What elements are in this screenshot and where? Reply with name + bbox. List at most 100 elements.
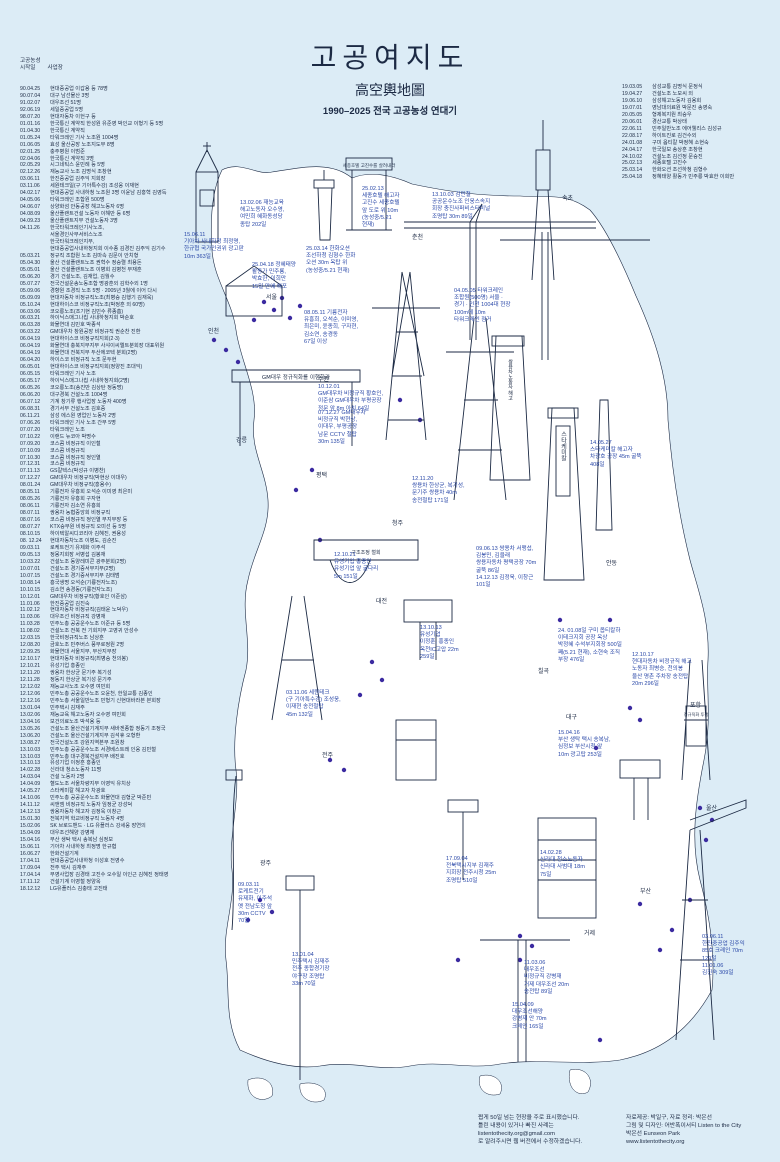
region-suwon: 수원: [318, 377, 330, 383]
chronology-site: 민주노총 공공운수노조 화물연대 김형균 박준빈: [50, 795, 152, 802]
sejong-sign-text: 세종호텔 고진수를 살려내라: [343, 162, 396, 169]
chronology-row: 13.10.13 유성기업 이정훈 홍종인: [20, 760, 168, 767]
note-pyeongtaek: 09.06.13 쌍용차 서맹섭, 김봉민, 김을래 쌍용자동차 평택공장 70…: [476, 546, 537, 589]
chronology-date: 04.08.09: [20, 211, 41, 218]
chronology-site: GM대우차 비정규직(박현상 이대우): [50, 475, 127, 482]
chronology-site: 타워크레인 기사 노조: [50, 371, 96, 378]
chronology-site: 울산플랜트지부 건설노동자 3명: [50, 218, 118, 225]
note-yuseong2: 13.10.13 유성기업 이정훈, 홍종인 옥천IC고압 22m 259일: [420, 625, 459, 660]
chronology-site: 로케트전기 유제화 이주석: [50, 544, 106, 551]
chronology-site: 한진중공업 김주익 지회장: [50, 176, 106, 183]
note-gumi: 24. 01.08일 구미 옵티칼하 이테크지회 공장 옥상 박정혜 수석부지회…: [558, 628, 622, 663]
jeonju-cityhall-light: [447, 799, 479, 880]
chronology-site: 씨앤엠 비정규직 노동자 임정균 강성덕: [50, 802, 133, 809]
chronology-date: 06.11.21: [20, 412, 40, 419]
chronology-site: 민주노총 공공운수노조 이준규 등 5명: [50, 621, 131, 628]
chronology-date: 08.07.11: [20, 510, 40, 517]
dot: [251, 317, 257, 323]
chronology-date: 04.06.07: [20, 204, 41, 211]
hanjin-crane: [675, 799, 747, 1041]
chronology-site: 대우조선 비정규직 강병재: [50, 614, 106, 621]
chronology-date: 06.04.19: [20, 336, 41, 343]
chronology-date: 14.04.09: [20, 781, 41, 788]
chronology-date: 19.06.10: [622, 97, 643, 104]
note-silla: 14.02.28 신라대 청소노동자 신라대 사범대 18m 75일: [540, 850, 585, 878]
chronology-site: 대구경북 건설노조 1004명: [50, 391, 108, 398]
gm-arch: [231, 369, 361, 446]
region-geoje: 거제: [584, 931, 596, 937]
chronology-date: 13.06.20: [20, 732, 41, 739]
chronology-site: 이랜드 뉴코아 박명수: [50, 433, 96, 440]
chronology-site: 울산 건설플랜트노조 이병희 김병천 무재훈: [50, 266, 142, 273]
chronology-site: 기계 창기류 행사업장 노동자 400명: [50, 398, 127, 405]
chronology-site: 정몽지회장 서병섭 김봉재: [50, 551, 106, 558]
dot: [397, 397, 403, 403]
chronology-date: 07.07.20: [20, 426, 41, 433]
chronology-site: 유성기업 이정훈 홍종인: [50, 760, 101, 767]
chronology-date: 10.10.15: [20, 586, 41, 593]
dot: [597, 1037, 603, 1043]
dot: [703, 837, 709, 843]
footer-credits: 자료제공: 박일구, 자료 정리: 박은선 그림 및 디자인: 어반폭이서티 L…: [626, 1115, 742, 1145]
chronology-date: 13.10.13: [20, 760, 41, 767]
chronology-date: 90.07.04: [20, 92, 41, 99]
gm-arch-text: GM대우 정규직화를 이행하라: [262, 373, 330, 381]
chronology-row: 서울경인사무서비스노조: [20, 232, 168, 239]
dot: [245, 917, 251, 923]
chronology-site: 정혜태양 활동가 민주룡 박효한 이희만: [652, 174, 735, 181]
hyundai-ulsan-tower: [681, 659, 711, 781]
chronology-site: 신라대 청소노동자 11명: [50, 767, 102, 774]
chronology-site: 전국건설운송노동조합 명광훈외 김학수외 1명: [50, 280, 148, 287]
chronology-date: 14.03.04: [20, 774, 41, 781]
region-ulsan: 울산: [706, 806, 718, 812]
chronology-site: 한진중공업 김진숙: [50, 600, 90, 607]
chronology-date: 07.10.09: [20, 447, 41, 454]
chronology-site: 민주택시 김재주: [50, 704, 85, 711]
cathedral-tower-illustration: [195, 142, 219, 243]
island-namhae: [478, 1074, 502, 1096]
chronology-date: 13.04.16: [20, 718, 41, 725]
chronology-date: 01.05.24: [20, 134, 41, 141]
region-daejeon: 대전: [376, 599, 388, 605]
map-subtitle: 高空輿地圖: [355, 83, 425, 99]
chronology-date: 03.11.06: [20, 183, 40, 190]
chronology-date: 01.06.05: [20, 141, 41, 148]
chronology-site: 코스콤 비정규직 정인열: [50, 454, 101, 461]
chronology-date: 11.02.12: [20, 607, 40, 614]
region-gwangju: 광주: [260, 861, 272, 867]
note-seogyeong: 13.10.03 김민철 공공운수노조 인웅스속지 회장 충진사퍼비스터미널 조…: [432, 192, 491, 220]
chronology-date: 20.06.01: [622, 118, 643, 125]
chronology-site: 스타케미칼 해고자 차광호: [50, 788, 106, 795]
chronology-date: 08.07.27: [20, 524, 41, 531]
chronology-date: 04.05.06: [20, 197, 41, 204]
chronology-date: 07.11.13: [20, 468, 40, 475]
dot: [669, 927, 675, 933]
chronology-site: 민주노총 서울일반노조 민형기 신현대바라본 본회장: [50, 697, 161, 704]
dot: [637, 901, 643, 907]
chronology-date: 08.05.26: [20, 496, 41, 503]
chronology-site: 타워크레인 기사 노조 간부 5명: [50, 419, 116, 426]
